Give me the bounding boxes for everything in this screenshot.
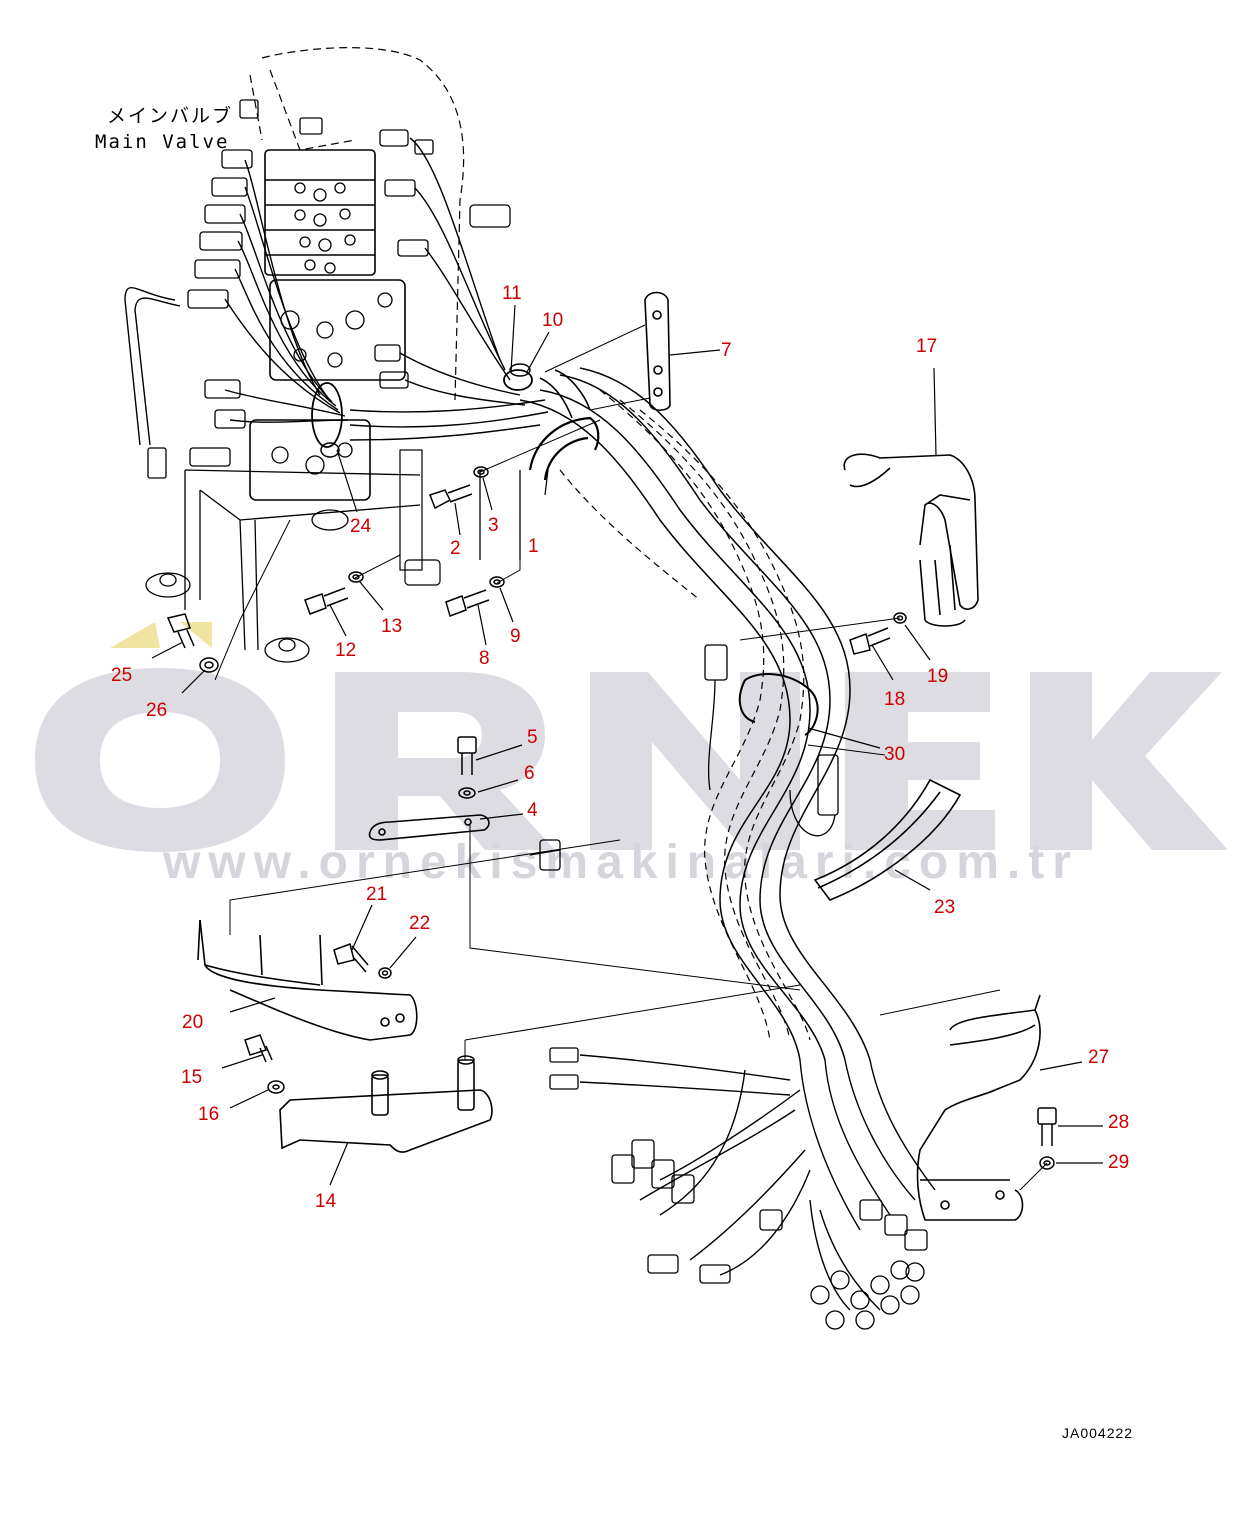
callout-1: 1 (528, 536, 539, 557)
main-valve-assembly (124, 47, 549, 663)
callout-25: 25 (111, 665, 132, 686)
bracket-14 (279, 1089, 493, 1153)
callout-19: 19 (927, 666, 948, 687)
watermark-letter-e (845, 672, 995, 850)
main-valve-label-ja: メインバルブ (107, 104, 233, 127)
watermark-letter-k (1030, 672, 1228, 850)
callout-10: 10 (542, 310, 563, 331)
callout-9: 9 (510, 626, 521, 647)
callout-11: 11 (502, 283, 522, 304)
callout-8: 8 (479, 648, 490, 669)
clamp-23 (813, 778, 962, 901)
callout-14: 14 (315, 1191, 337, 1212)
callout-3: 3 (488, 515, 499, 536)
callout-21: 21 (366, 884, 387, 905)
callout-20: 20 (182, 1012, 203, 1033)
callout-29: 29 (1108, 1152, 1129, 1173)
callout-18: 18 (884, 689, 905, 710)
watermark-accent (110, 622, 212, 648)
callout-5: 5 (527, 727, 538, 748)
callout-12: 12 (335, 640, 356, 661)
callout-27: 27 (1088, 1047, 1109, 1068)
drawing-code: JA004222 (1062, 1425, 1133, 1441)
bracket-17 (843, 453, 979, 610)
watermark-url: www.ornekismakinalari.com.tr (162, 836, 1079, 889)
hose-bundle (503, 363, 936, 1330)
callout-15: 15 (181, 1067, 202, 1088)
bracket-20 (199, 919, 418, 1041)
callout-6: 6 (524, 763, 535, 784)
watermark-letter-r (335, 672, 555, 850)
callout-28: 28 (1108, 1112, 1129, 1133)
main-valve-label-en: Main Valve (95, 131, 229, 153)
callout-17: 17 (916, 336, 937, 357)
bracket-27 (916, 994, 1041, 1221)
plate-4 (368, 814, 490, 841)
callout-22: 22 (409, 913, 430, 934)
valve-stack-lower (269, 279, 406, 381)
watermark-letter-n (590, 672, 800, 850)
plate-7 (644, 291, 671, 412)
callout-26: 26 (146, 700, 167, 721)
callout-16: 16 (198, 1104, 219, 1125)
callout-4: 4 (527, 800, 538, 821)
callout-24: 24 (350, 516, 372, 537)
callout-23: 23 (934, 897, 955, 918)
watermark-letter-o (35, 668, 285, 852)
watermark: www.ornekismakinalari.com.tr (35, 622, 1228, 889)
callout-7: 7 (721, 340, 732, 361)
callout-13: 13 (381, 616, 402, 637)
callout-30: 30 (884, 744, 905, 765)
valve-stack-upper (264, 149, 376, 276)
callout-2: 2 (450, 538, 461, 559)
